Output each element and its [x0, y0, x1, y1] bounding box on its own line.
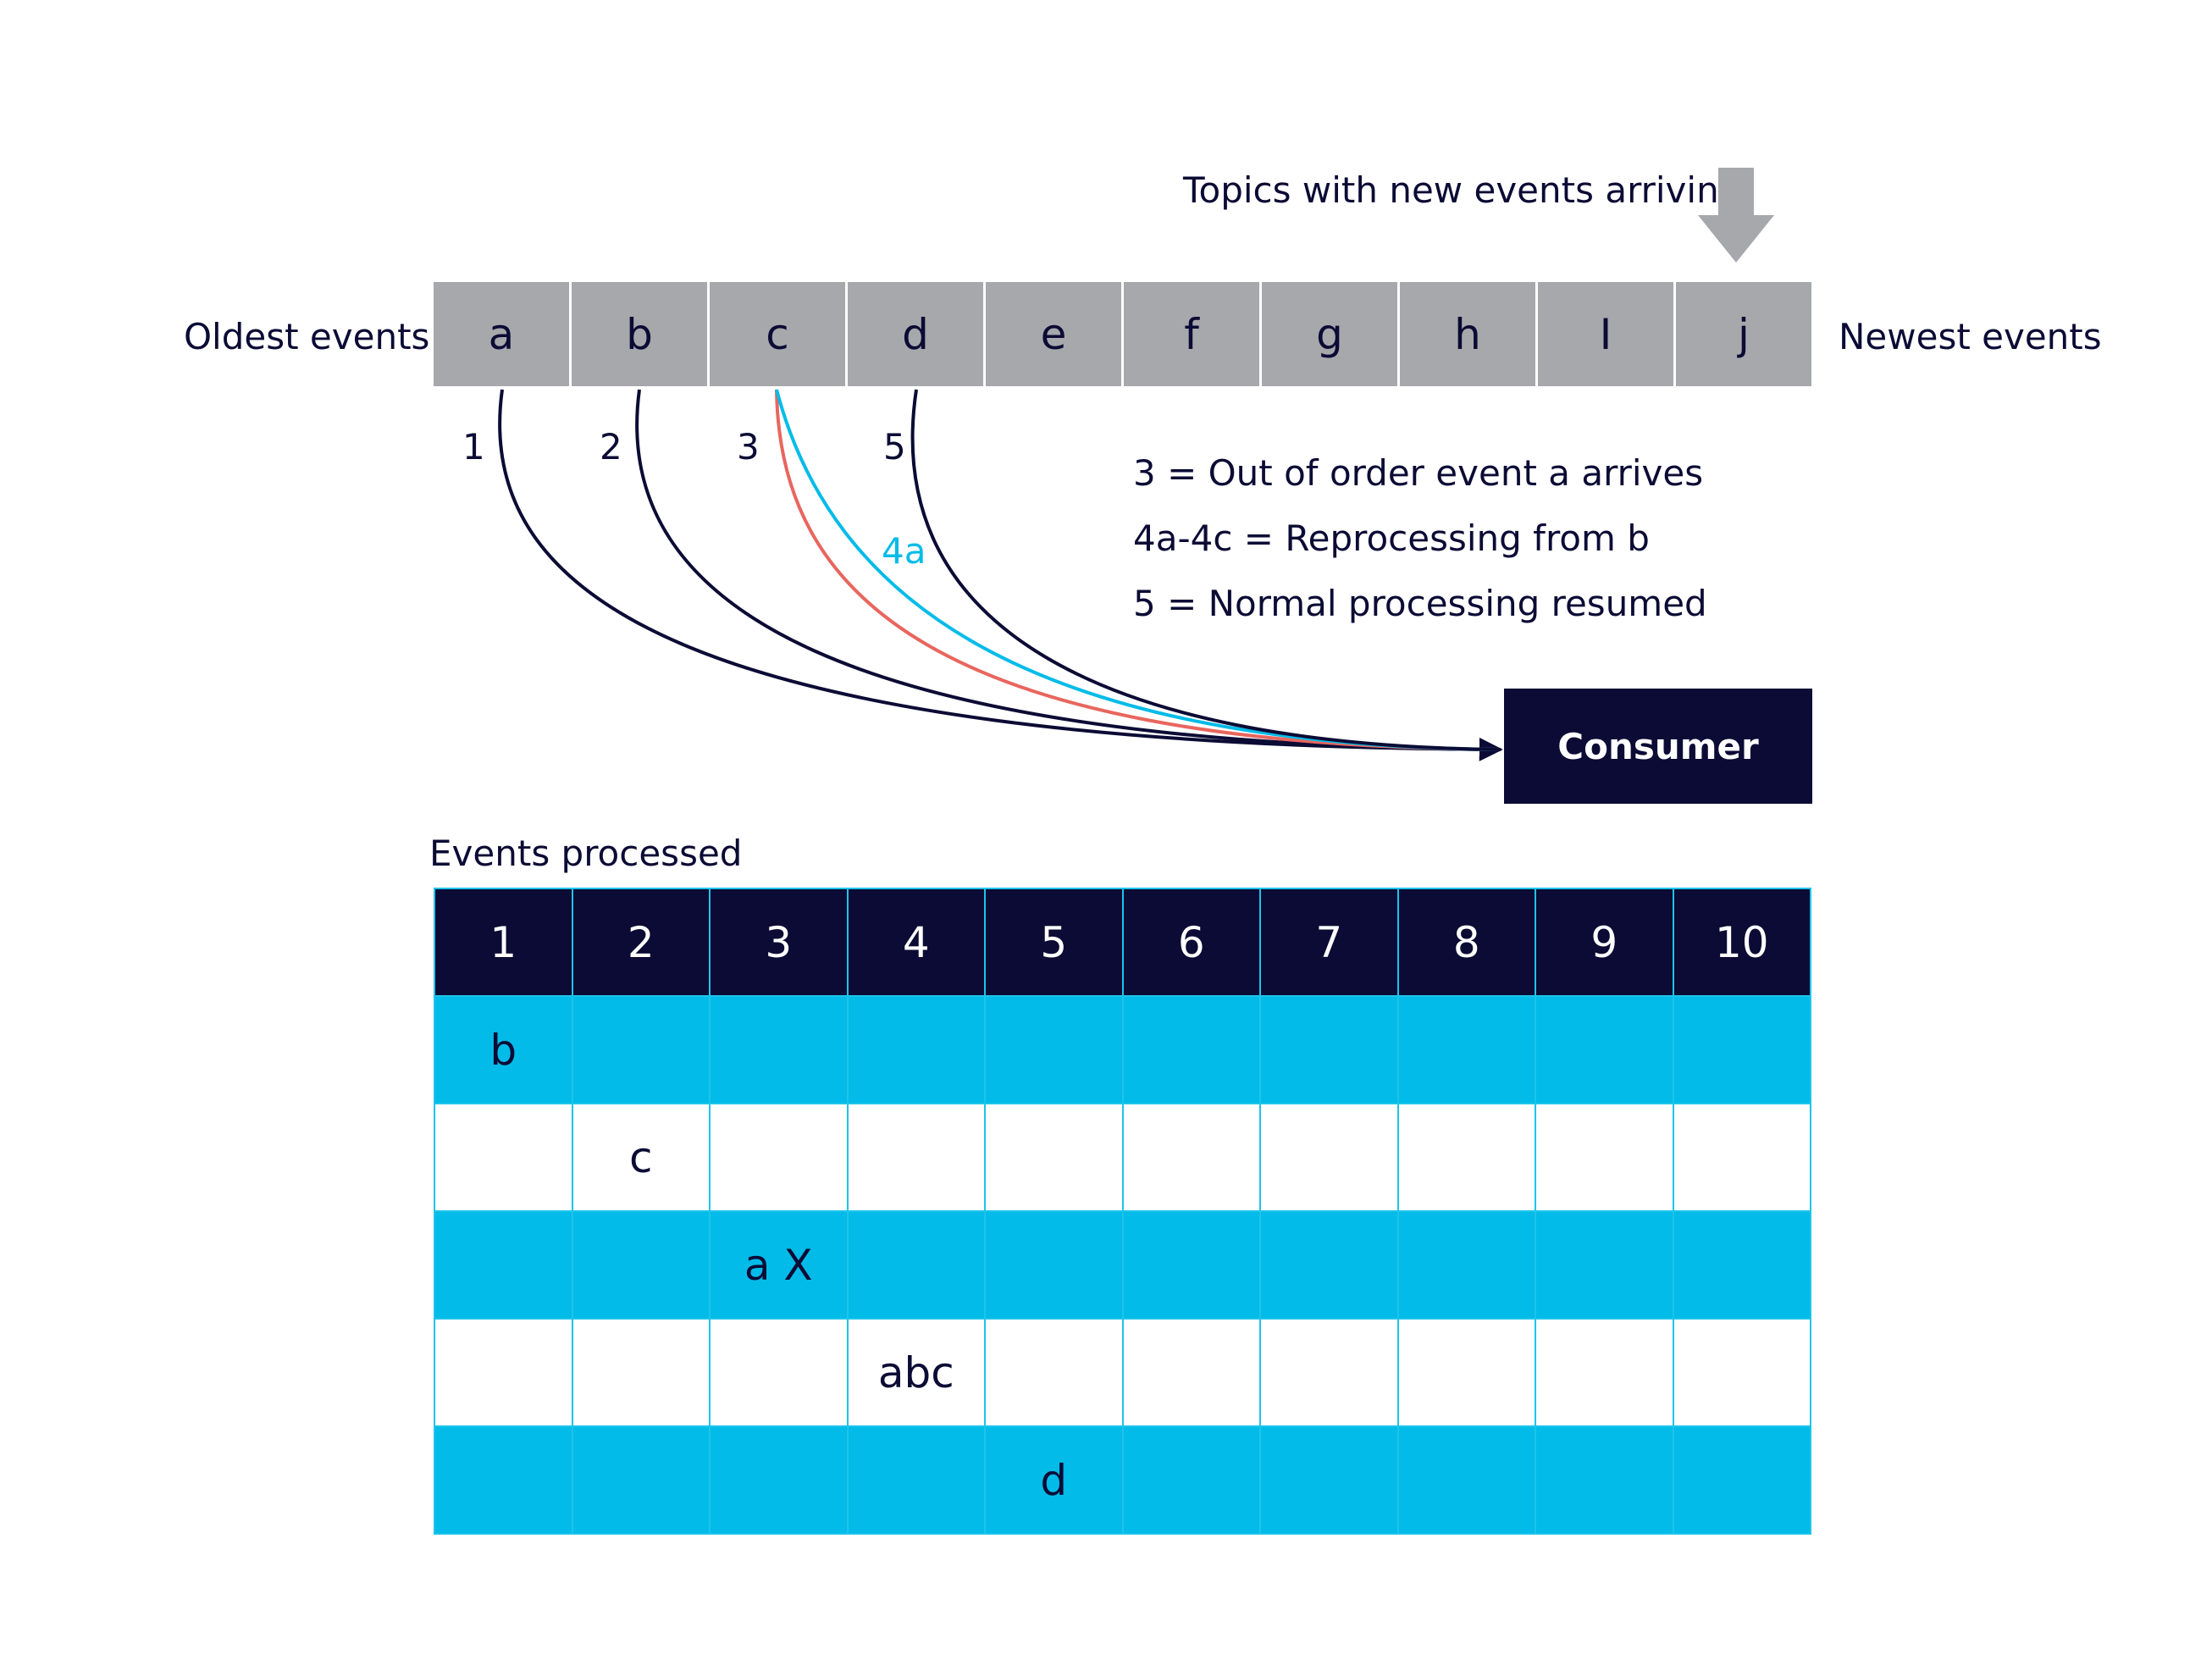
table-cell	[1123, 997, 1259, 1103]
table-cell	[1123, 1427, 1259, 1533]
column-header: 8	[1398, 889, 1535, 995]
table-cell	[1536, 1320, 1673, 1425]
table-cell	[848, 1212, 984, 1318]
topic-event-row: a b c d e f g h I j	[434, 282, 1811, 386]
table-cell	[848, 1427, 984, 1533]
table-cell	[1398, 1212, 1535, 1318]
events-processed-title: Events processed	[429, 833, 743, 874]
arrival-arrow-icon	[1698, 168, 1774, 263]
column-header: 7	[1261, 889, 1397, 995]
column-header: 6	[1123, 889, 1259, 995]
flow-curve-2	[635, 389, 1501, 751]
table-cell	[1261, 997, 1397, 1103]
table-cell	[1673, 1320, 1810, 1425]
column-header: 3	[711, 889, 847, 995]
newest-events-label: Newest events	[1839, 316, 2102, 357]
topic-event-c: c	[710, 282, 848, 386]
table-cell	[1536, 997, 1673, 1103]
table-cell	[986, 1212, 1122, 1318]
legend-item-3: 3 = Out of order event a arrives	[1133, 452, 1704, 494]
topic-event-b: b	[572, 282, 710, 386]
table-cell	[435, 1427, 572, 1533]
legend-item-4a-4c: 4a-4c = Reprocessing from b	[1133, 517, 1650, 559]
topic-event-a: a	[434, 282, 572, 386]
table-cell	[1536, 1104, 1673, 1210]
table-cell: abc	[848, 1320, 984, 1425]
table-cell	[435, 1212, 572, 1318]
column-header: 2	[572, 889, 709, 995]
table-cell: a X	[711, 1212, 847, 1318]
flow-number-3: 3	[737, 426, 760, 468]
table-cell	[1536, 1427, 1673, 1533]
table-cell	[572, 1427, 709, 1533]
topic-event-f: f	[1124, 282, 1262, 386]
column-header: 1	[435, 889, 572, 995]
topic-event-e: e	[986, 282, 1124, 386]
table-cell	[711, 1427, 847, 1533]
table-cell	[1673, 1427, 1810, 1533]
table-cell	[986, 1320, 1122, 1425]
table-cell	[1398, 1320, 1535, 1425]
table-cell	[1261, 1320, 1397, 1425]
table-cell	[572, 997, 709, 1103]
table-cell	[1398, 1427, 1535, 1533]
table-cell	[1123, 1104, 1259, 1210]
consumer-box: Consumer	[1504, 689, 1812, 804]
topic-event-d: d	[848, 282, 986, 386]
table-cell	[572, 1320, 709, 1425]
table-cell	[1123, 1212, 1259, 1318]
topic-event-h: h	[1400, 282, 1538, 386]
arrival-label: Topics with new events arriving	[1183, 169, 1742, 211]
table-cell	[848, 997, 984, 1103]
flow-curve-1	[498, 389, 1503, 761]
table-cell	[1673, 1212, 1810, 1318]
table-cell	[711, 1320, 847, 1425]
table-cell: c	[572, 1104, 709, 1210]
flow-number-4a: 4a	[882, 530, 926, 572]
flow-number-1: 1	[462, 426, 485, 468]
column-header: 4	[848, 889, 984, 995]
table-cell	[986, 997, 1122, 1103]
column-header: 10	[1673, 889, 1810, 995]
table-cell	[711, 997, 847, 1103]
table-cell	[848, 1104, 984, 1210]
table-cell: b	[435, 997, 572, 1103]
table-cell	[1536, 1212, 1673, 1318]
table-cell	[1398, 997, 1535, 1103]
topic-event-g: g	[1262, 282, 1400, 386]
column-header: 5	[986, 889, 1122, 995]
table-cell	[986, 1104, 1122, 1210]
column-header: 9	[1536, 889, 1673, 995]
table-cell: d	[986, 1427, 1122, 1533]
table-cell	[1398, 1104, 1535, 1210]
flow-number-2: 2	[600, 426, 622, 468]
events-processed-table: 1 2 3 4 5 6 7 8 9 10 b c a X abc d	[434, 888, 1811, 1535]
topic-event-i: I	[1538, 282, 1676, 386]
table-cell	[572, 1212, 709, 1318]
flow-curve-5	[910, 389, 1501, 751]
topic-event-j: j	[1676, 282, 1811, 386]
table-cell	[711, 1104, 847, 1210]
table-cell	[1261, 1212, 1397, 1318]
table-cell	[1123, 1320, 1259, 1425]
table-cell	[1261, 1427, 1397, 1533]
legend-item-5: 5 = Normal processing resumed	[1133, 583, 1707, 624]
table-cell	[1673, 1104, 1810, 1210]
table-cell	[1261, 1104, 1397, 1210]
table-cell	[435, 1104, 572, 1210]
flow-number-5: 5	[883, 426, 906, 468]
table-cell	[1673, 997, 1810, 1103]
oldest-events-label: Oldest events	[184, 316, 430, 357]
table-cell	[435, 1320, 572, 1425]
